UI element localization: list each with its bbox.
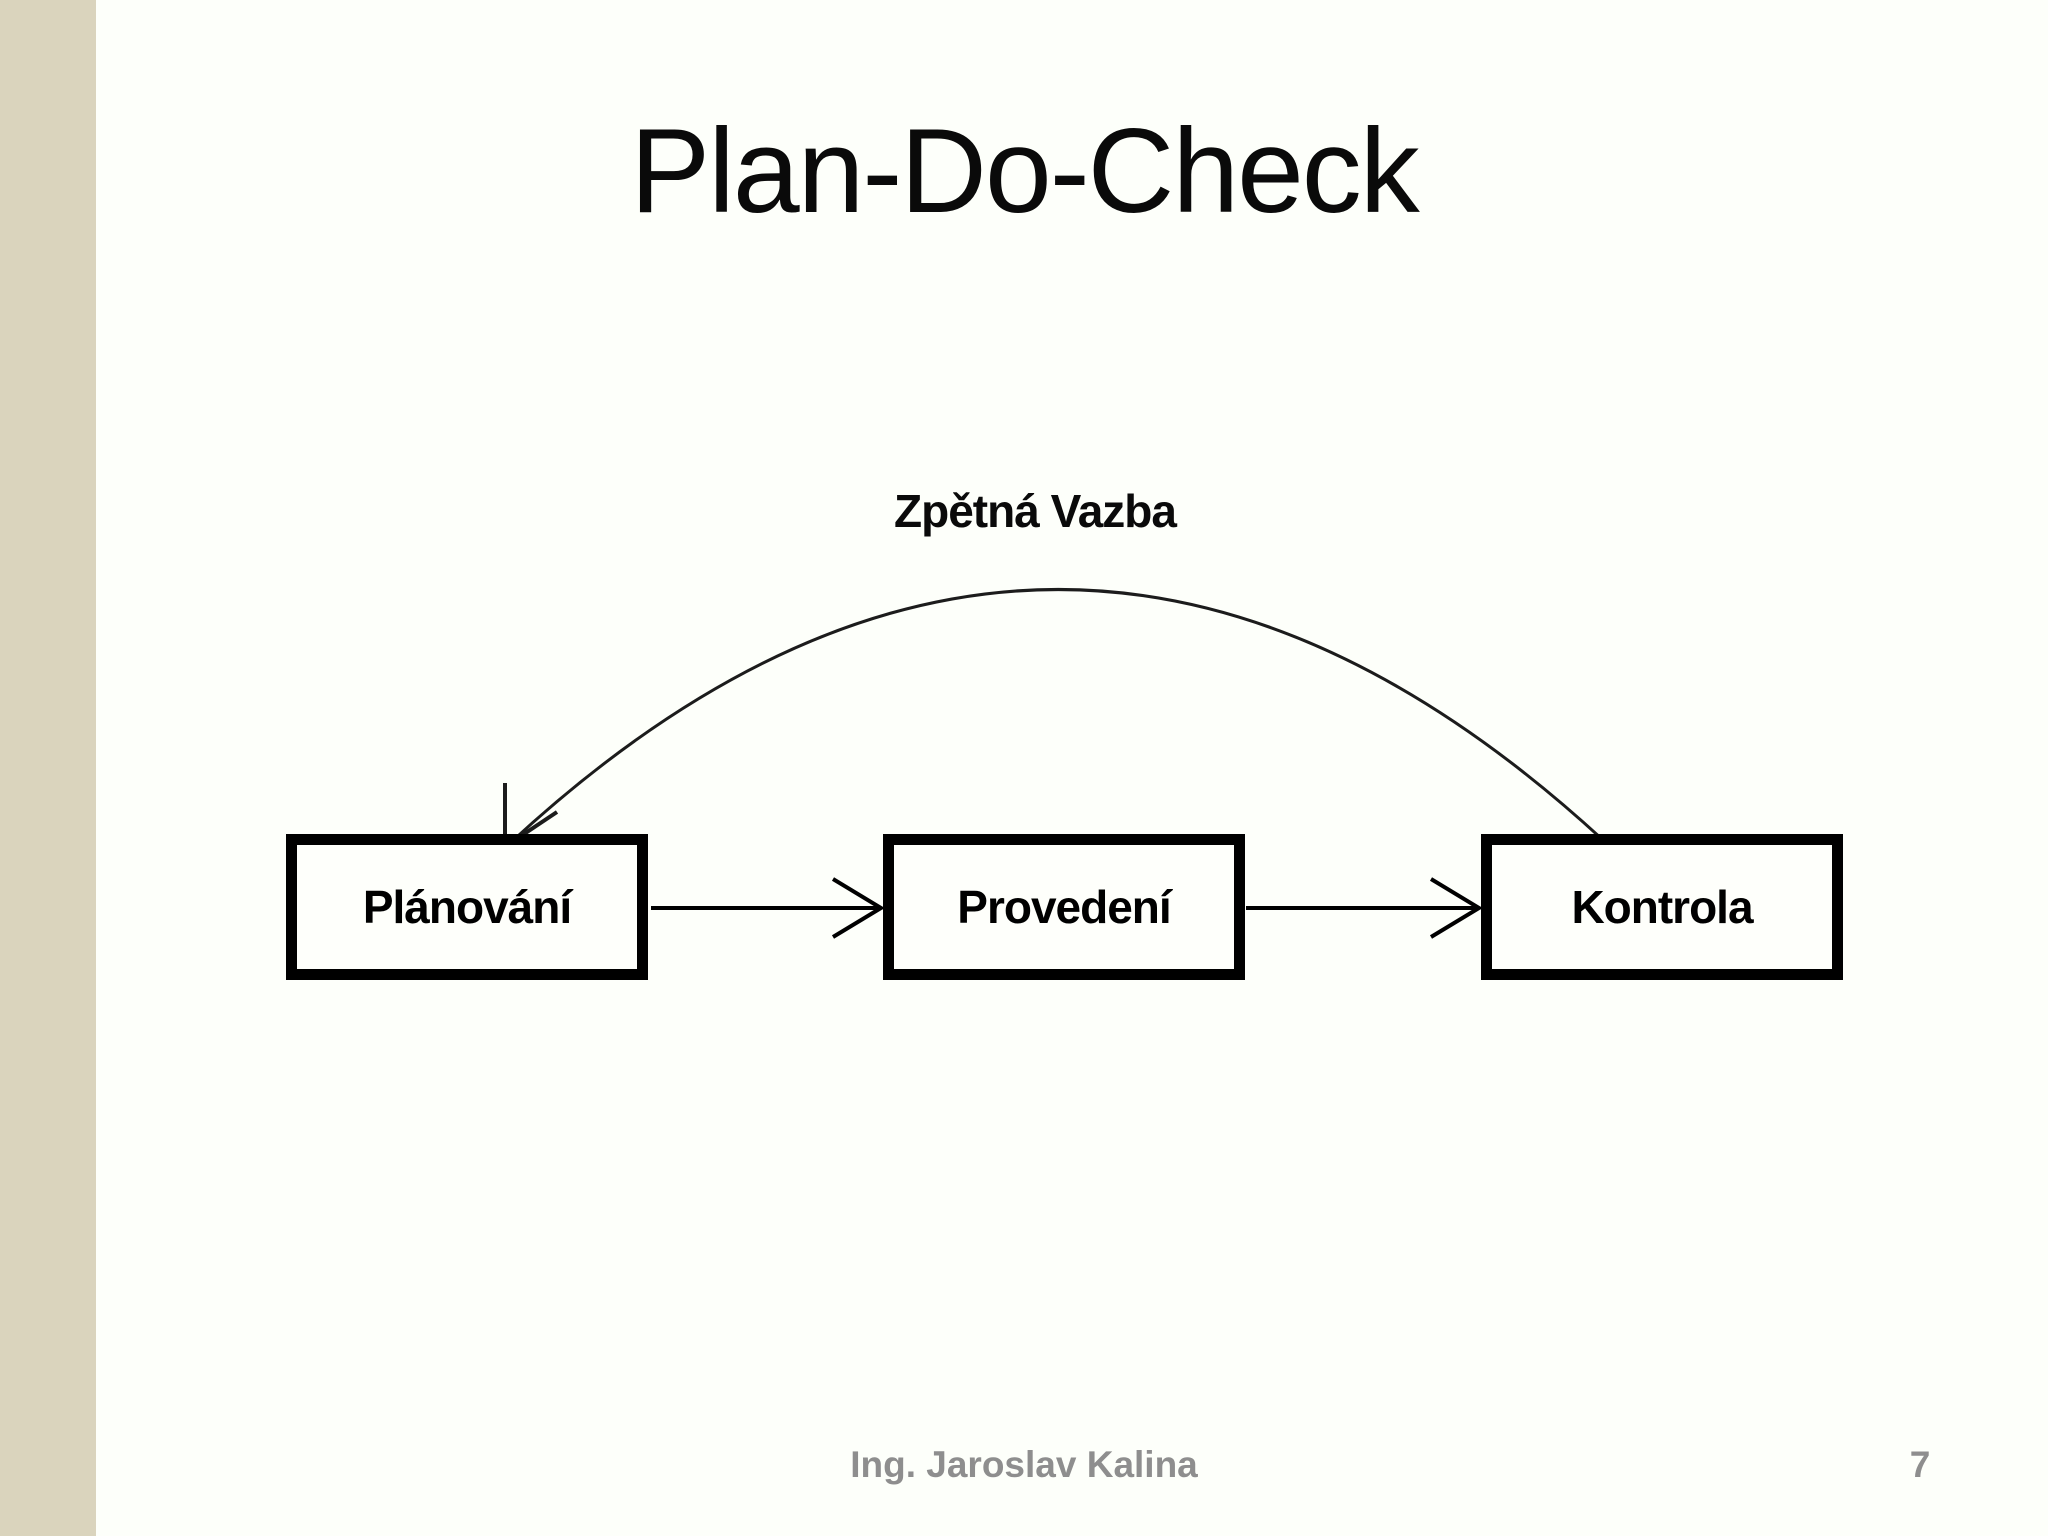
- diagram-box-provedeni: Provedení: [883, 834, 1245, 980]
- footer-author: Ing. Jaroslav Kalina: [850, 1444, 1198, 1485]
- flow-arrowhead-do-to-check: [1429, 877, 1483, 939]
- diagram-box-provedeni-label: Provedení: [957, 881, 1171, 933]
- left-accent-stripe: [0, 0, 96, 1536]
- feedback-arc: [505, 588, 1605, 848]
- diagram-box-planovani: Plánování: [286, 834, 648, 980]
- footer-page-number: 7: [1909, 1444, 1931, 1485]
- feedback-arrow-label: Zpětná Vazba: [894, 485, 1177, 537]
- diagram-box-kontrola-label: Kontrola: [1571, 881, 1753, 933]
- diagram-box-planovani-label: Plánování: [362, 881, 572, 933]
- diagram-box-kontrola: Kontrola: [1481, 834, 1843, 980]
- slide-title: Plan-Do-Check: [630, 104, 1420, 238]
- flow-arrowhead-plan-to-do: [831, 877, 885, 939]
